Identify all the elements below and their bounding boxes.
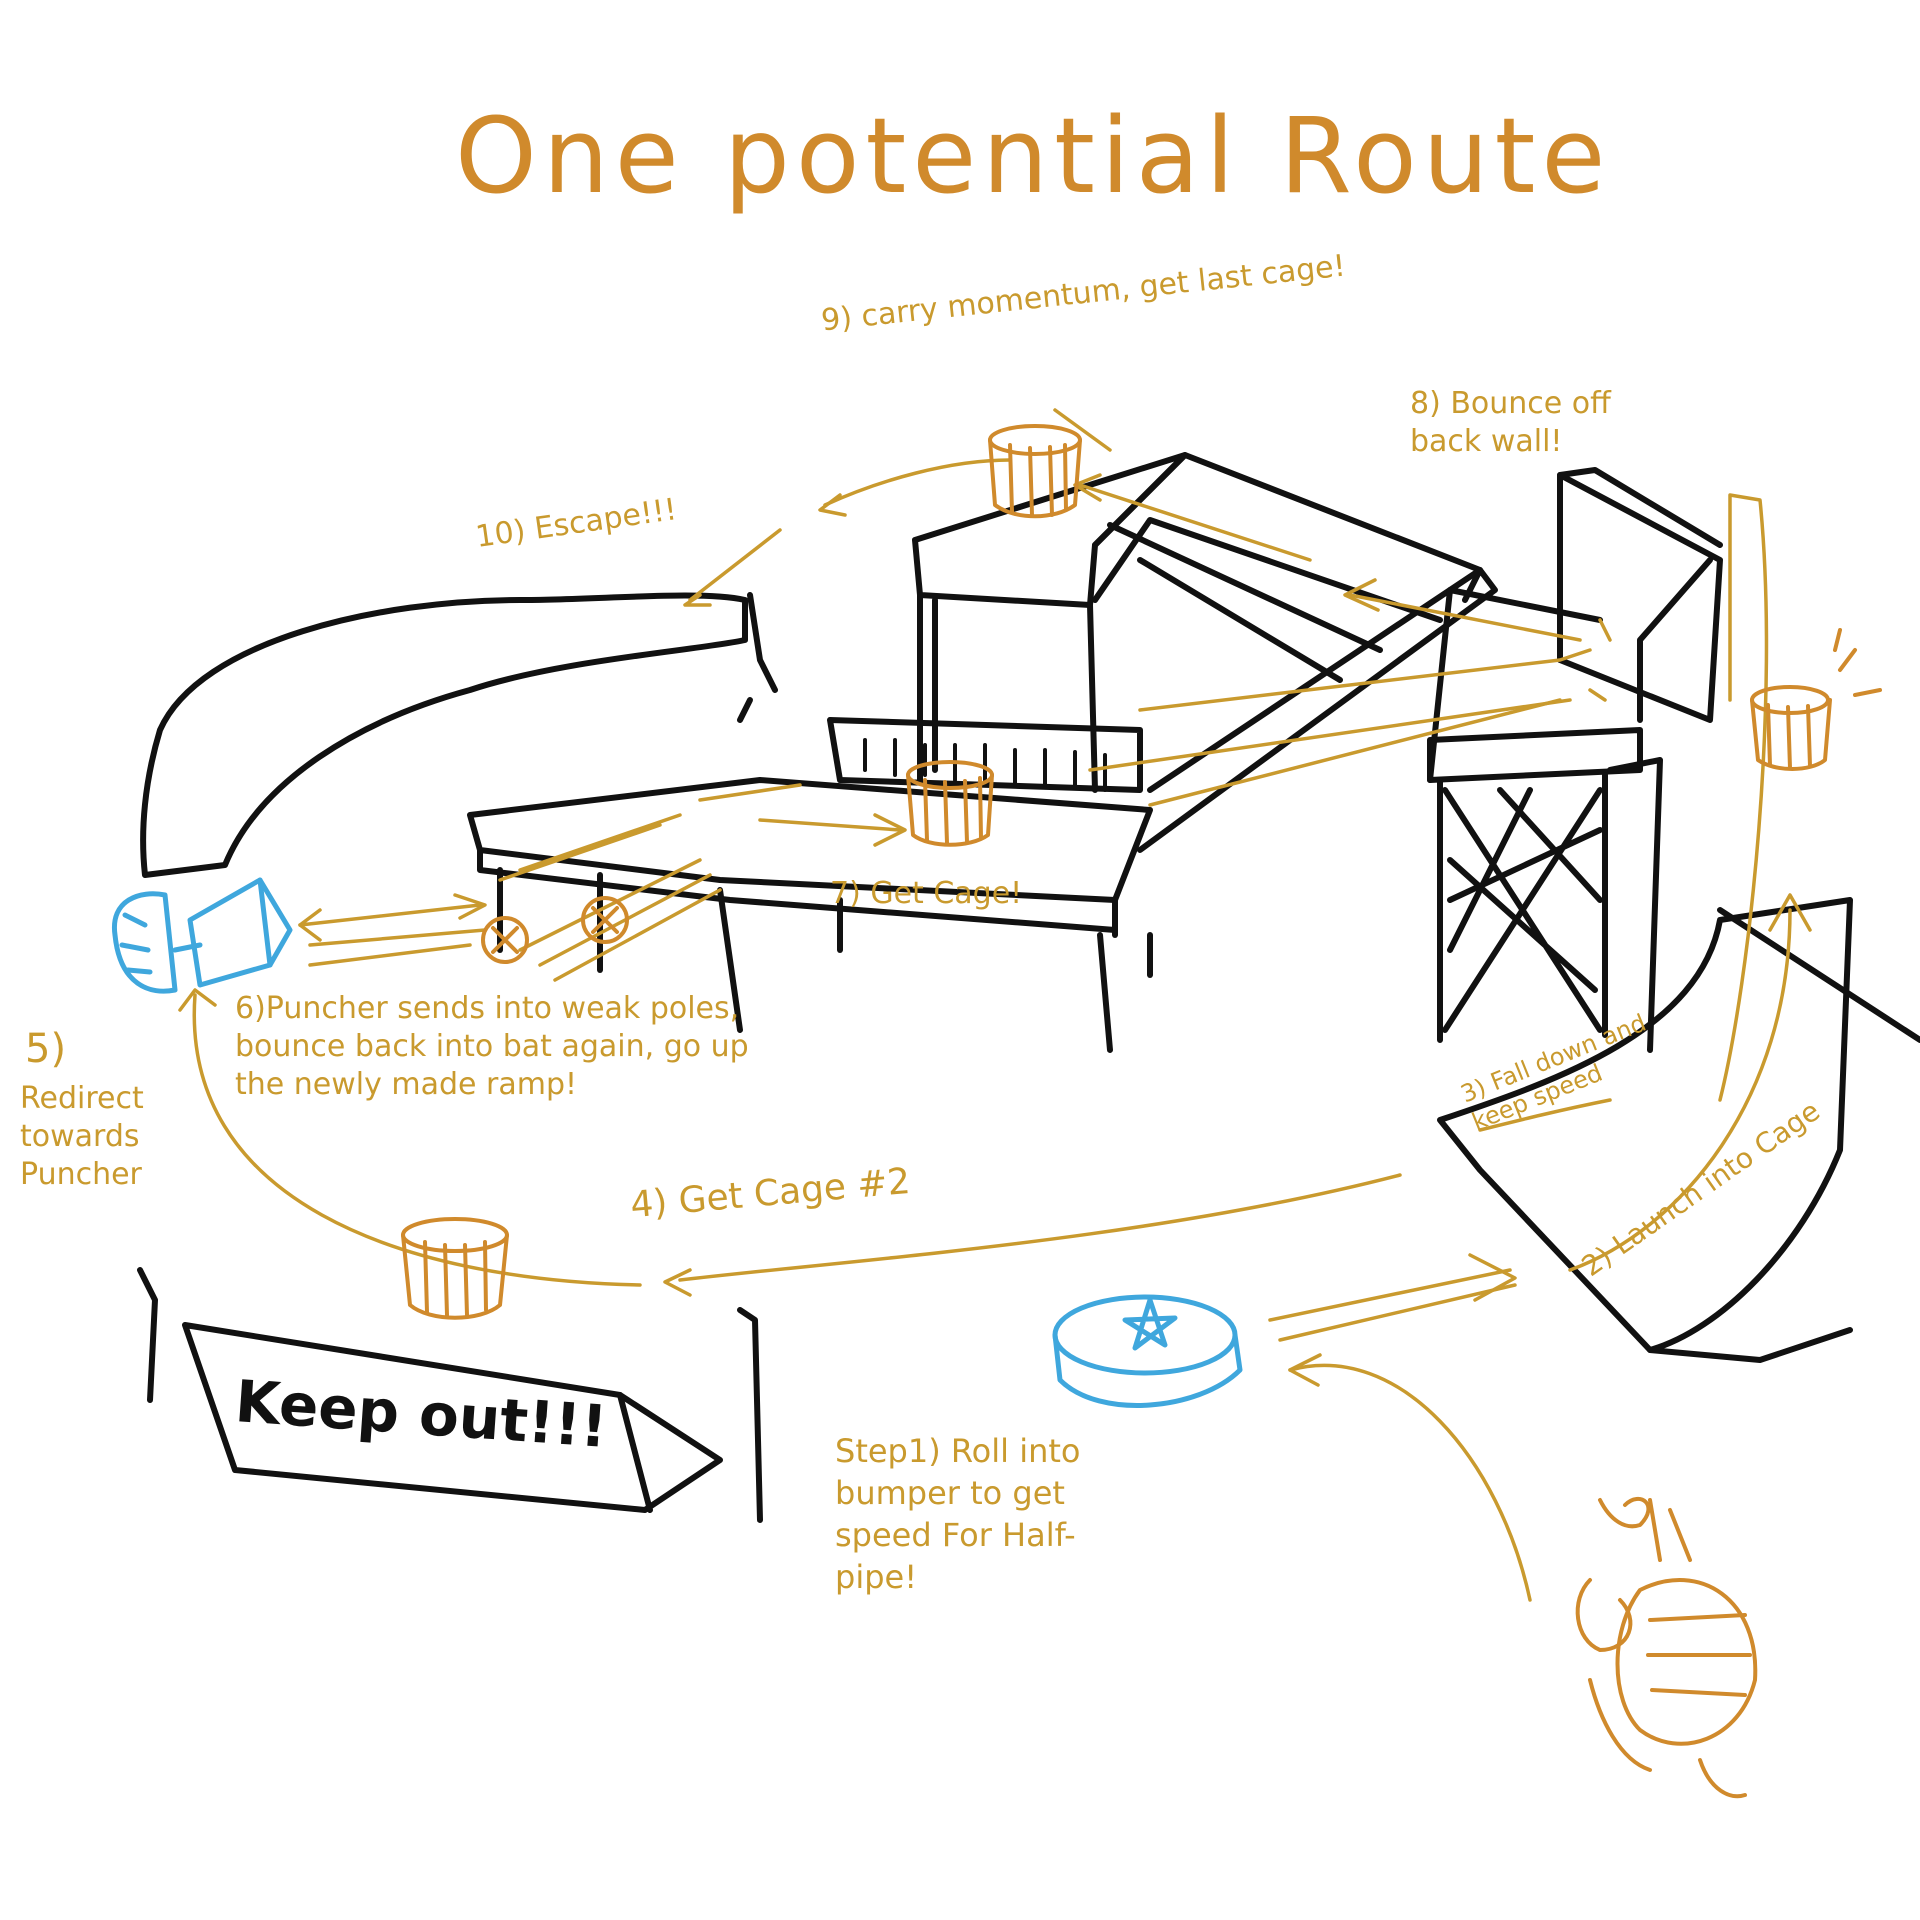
armadillo-icon: [1575, 1497, 1758, 1799]
note-step8: 8) Bounce off back wall!: [1410, 386, 1611, 459]
cage-icon: [401, 424, 1882, 1320]
keep-out-sign: [182, 1322, 723, 1513]
right-back-wall: [1557, 472, 1723, 723]
tower-ramp: [1137, 567, 1498, 853]
weak-pole-icon: [481, 896, 629, 964]
note-step1: Step1) Roll into bumper to get speed For…: [835, 1432, 1081, 1596]
page-title: One potential Route: [455, 95, 1612, 217]
left-curved-ramp: [140, 592, 748, 878]
lower-half-pipe: [1437, 897, 1853, 1353]
route-path: [178, 408, 1812, 1602]
note-step5-number: 5): [25, 1026, 67, 1072]
level-structures: [137, 452, 1920, 1523]
platform-fence: [827, 717, 1143, 793]
note-step6: 6)Puncher sends into weak poles, bounce …: [235, 991, 749, 1102]
lattice-support: [1437, 772, 1608, 1043]
note-step5: Redirect towards Puncher: [20, 1081, 144, 1192]
puncher-icon: [112, 877, 293, 994]
tall-tower: [912, 452, 1188, 608]
bumper-icon: [1052, 1294, 1243, 1408]
note-step7: 7) Get Cage!: [830, 876, 1023, 911]
